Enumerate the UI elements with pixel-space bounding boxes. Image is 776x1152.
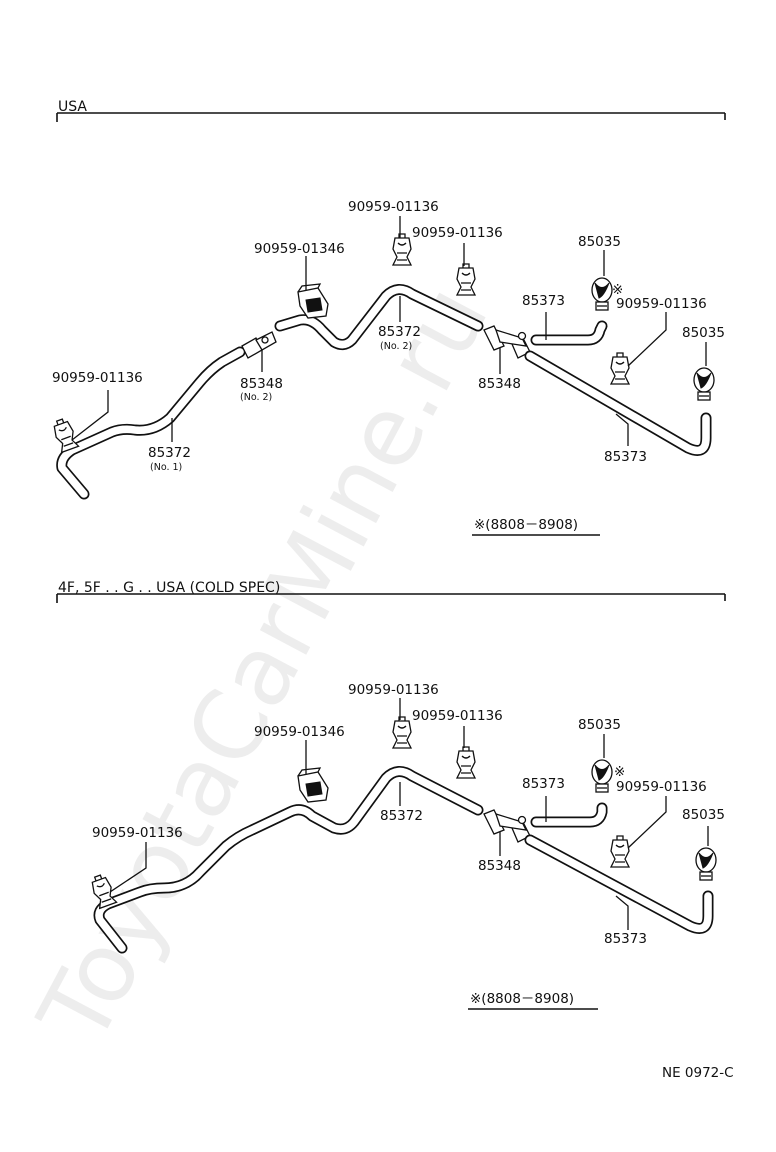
leader-line bbox=[615, 895, 629, 930]
clip-icon bbox=[610, 352, 630, 385]
leader-line bbox=[109, 842, 147, 893]
part-label: 90959-01346 bbox=[254, 241, 345, 257]
bracket-icon bbox=[297, 767, 329, 803]
part-label: 90959-01136 bbox=[52, 370, 143, 386]
part-label: 90959-01136 bbox=[616, 296, 707, 312]
spec-mark: ※ bbox=[612, 282, 623, 298]
washer-nozzle-icon bbox=[693, 367, 715, 401]
leader-line bbox=[71, 390, 109, 441]
part-label: 85035 bbox=[682, 325, 725, 341]
part-label-sub: (No. 1) bbox=[150, 462, 182, 473]
part-label-sub: (No. 2) bbox=[240, 392, 272, 403]
section-header: 4F, 5F . . G . . USA (COLD SPEC) bbox=[58, 580, 280, 596]
part-label: 85372 bbox=[148, 445, 191, 461]
footer-code: NE 0972-C bbox=[662, 1065, 734, 1081]
washer-nozzle-icon bbox=[591, 277, 613, 311]
part-label: 90959-01136 bbox=[616, 779, 707, 795]
section-header-rule bbox=[56, 112, 726, 122]
part-label: 85372 bbox=[380, 808, 423, 824]
washer-nozzle-icon bbox=[695, 847, 717, 881]
section-usa-cold-spec: 4F, 5F . . G . . USA (COLD SPEC) bbox=[56, 580, 726, 1010]
part-label: 85373 bbox=[604, 931, 647, 947]
hose-85372-no1 bbox=[56, 346, 246, 500]
part-label: 90959-01136 bbox=[412, 225, 503, 241]
clip-icon bbox=[610, 835, 630, 868]
leader-line bbox=[615, 413, 629, 446]
part-label: 85372 bbox=[378, 324, 421, 340]
hose-85373-short bbox=[530, 802, 608, 828]
joint-85348-no2 bbox=[241, 331, 277, 359]
section-header-rule bbox=[56, 593, 726, 603]
part-label: 85373 bbox=[522, 293, 565, 309]
leader-line bbox=[627, 796, 667, 849]
part-label-sub: (No. 2) bbox=[380, 341, 412, 352]
part-label: 90959-01136 bbox=[92, 825, 183, 841]
leader-line bbox=[627, 312, 667, 367]
joint-85348 bbox=[483, 809, 531, 843]
clip-icon bbox=[456, 746, 476, 779]
spec-note: ※(8808－8908) bbox=[470, 991, 574, 1007]
part-label: 85348 bbox=[240, 376, 283, 392]
part-label: 85348 bbox=[478, 376, 521, 392]
section-usa: USA bbox=[50, 99, 726, 536]
hose-85372 bbox=[93, 766, 484, 954]
part-label: 85035 bbox=[578, 717, 621, 733]
bracket-icon bbox=[297, 283, 329, 319]
washer-nozzle-icon bbox=[591, 759, 613, 793]
part-label: 85373 bbox=[604, 449, 647, 465]
part-label: 90959-01136 bbox=[412, 708, 503, 724]
part-label: 90959-01136 bbox=[348, 682, 439, 698]
part-label: 85348 bbox=[478, 858, 521, 874]
clip-icon bbox=[392, 233, 412, 266]
hose-85372-no2 bbox=[274, 284, 484, 351]
clip-icon bbox=[456, 263, 476, 296]
hose-85373-long bbox=[524, 834, 714, 934]
part-label: 90959-01136 bbox=[348, 199, 439, 215]
hose-85373-short bbox=[530, 320, 608, 346]
spec-mark: ※ bbox=[614, 764, 625, 780]
clip-icon bbox=[50, 416, 80, 454]
part-label: 85035 bbox=[682, 807, 725, 823]
part-label: 85373 bbox=[522, 776, 565, 792]
spec-note: ※(8808－8908) bbox=[474, 517, 578, 533]
hose-85373-long bbox=[524, 350, 712, 456]
clip-icon bbox=[392, 716, 412, 749]
part-label: 85035 bbox=[578, 234, 621, 250]
section-header: USA bbox=[58, 99, 87, 115]
part-label: 90959-01346 bbox=[254, 724, 345, 740]
